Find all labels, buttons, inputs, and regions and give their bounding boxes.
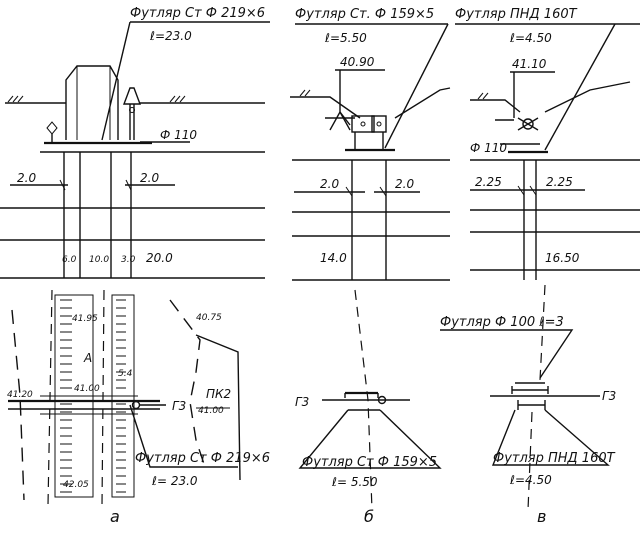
panel-a-seg4: 20.0 — [146, 251, 173, 265]
panel-a-letter: А — [83, 351, 92, 365]
panel-a-elev-left: 41.20 — [7, 390, 33, 400]
panel-v-plan-case-top: Футляр Ф 100 ℓ=3 — [440, 315, 564, 330]
panel-v-dim-left: 2.25 — [475, 175, 502, 189]
panel-b-dim-left: 2.0 — [320, 177, 339, 191]
panel-v-plan-case-title: Футляр ПНД 160Т — [493, 451, 616, 466]
panel-b-g3-label: Г3 — [295, 395, 309, 409]
panel-v-dim-right: 2.25 — [546, 175, 573, 189]
panel-b-caption: б — [364, 507, 374, 526]
panel-b-dim-right: 2.0 — [395, 177, 414, 191]
panel-a-seg1: 6.0 — [62, 255, 77, 265]
panel-v-pipe-diameter: Ф 110 — [470, 141, 507, 155]
panel-a-case-title: Футляр Ст Ф 219×6 — [130, 6, 265, 21]
panel-v-g3-label: Г3 — [602, 389, 616, 403]
panel-a-elev-bottom: 42.05 — [63, 480, 89, 490]
panel-a-profile: Футляр Ст Ф 219×6 ℓ=23.0 Ф 110 2.0 2.0 6… — [0, 6, 270, 279]
panel-v-caption: в — [537, 507, 546, 526]
panel-a-seg3: 3.0 — [121, 255, 136, 265]
panel-a-plan-case-title: Футляр Ст Ф 219×6 — [135, 451, 270, 466]
panel-b-elev: 40.90 — [340, 55, 375, 69]
panel-v-case-title: Футляр ПНД 160Т — [455, 7, 578, 22]
panel-a-pipe-diameter: Ф 110 — [160, 128, 197, 142]
panel-b-case-length: ℓ=5.50 — [324, 31, 367, 45]
panel-a-dim-right: 2.0 — [140, 171, 159, 185]
panel-a-elev-right-low: 41.00 — [198, 406, 224, 416]
panel-a-elev-mid: 41.00 — [74, 384, 100, 394]
panel-a-pk-label: ПК2 — [206, 387, 231, 401]
panel-b-plan-case-title: Футляр Ст Ф 159×5 — [302, 455, 437, 470]
panel-a-plan: 41.95 А 41.20 41.00 42.05 40.75 41.00 ПК… — [7, 289, 270, 506]
panel-a-mark-small: 5.4 — [118, 369, 133, 379]
panel-v-case-length: ℓ=4.50 — [509, 31, 552, 45]
panel-a-dim-left: 2.0 — [17, 171, 36, 185]
panel-a-case-length: ℓ=23.0 — [149, 29, 192, 43]
panel-b-plan-case-length: ℓ= 5.50 — [331, 475, 378, 489]
panel-v-profile: Футляр ПНД 160Т ℓ=4.50 41.10 Ф 110 2.25 … — [455, 7, 640, 280]
panel-a-plan-case-length: ℓ= 23.0 — [151, 474, 198, 488]
panel-a-caption: а — [110, 507, 120, 526]
panel-v-plan-case-length: ℓ=4.50 — [509, 473, 552, 487]
panel-b-case-title: Футляр Ст. Ф 159×5 — [295, 7, 434, 22]
panel-b-plan: Г3 Футляр Ст Ф 159×5 ℓ= 5.50 — [295, 289, 442, 511]
panel-a-g3-label: Г3 — [172, 399, 186, 413]
panel-b-depth: 14.0 — [320, 251, 347, 265]
panel-v-plan: Футляр Ф 100 ℓ=3 Г3 Футляр ПНД 160Т ℓ=4.… — [440, 284, 616, 511]
panel-v-elev: 41.10 — [512, 57, 547, 71]
panel-a-elev-right-top: 40.75 — [196, 313, 222, 323]
panel-a-elev-top: 41.95 — [72, 314, 98, 324]
panel-a-seg2: 10.0 — [89, 255, 109, 265]
panel-v-depth: 16.50 — [545, 251, 580, 265]
panel-b-profile: Футляр Ст. Ф 159×5 ℓ=5.50 40.90 2.0 2.0 … — [290, 7, 451, 281]
